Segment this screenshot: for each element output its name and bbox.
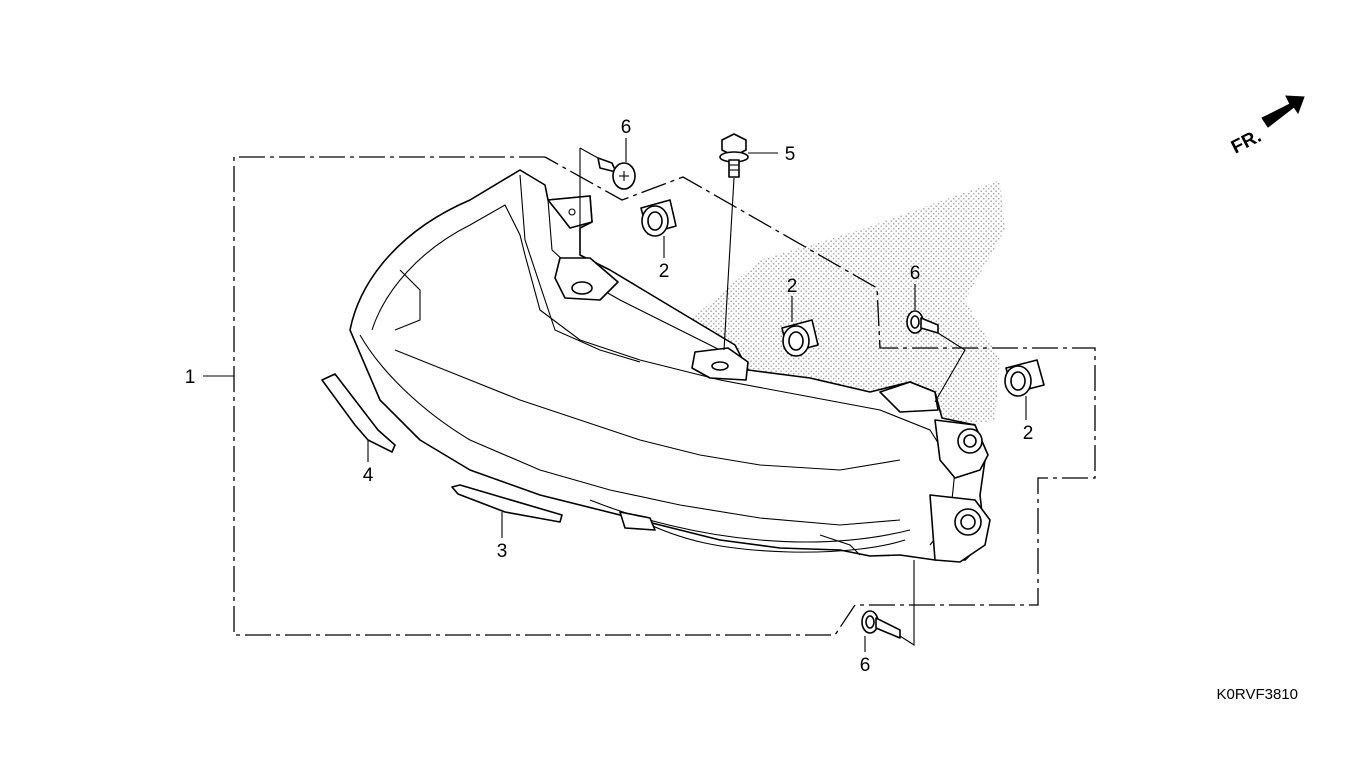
- callout-flange-bolt: 5: [785, 144, 796, 165]
- screw-bottom: [861, 610, 901, 639]
- callout-screw-right: 6: [910, 263, 921, 284]
- callout-screw-bottom: 6: [860, 655, 871, 676]
- collar-c: [1004, 359, 1045, 397]
- lower-seal-strip: [451, 484, 563, 523]
- collar-b: [781, 319, 819, 357]
- headlight-housing: [349, 169, 991, 563]
- callout-assembly: 1: [185, 367, 196, 388]
- screw-top: [597, 157, 636, 190]
- screw-right: [906, 310, 939, 334]
- callout-seal-lower: 3: [497, 541, 508, 562]
- callout-screw-top: 6: [621, 117, 632, 138]
- callout-seal-side: 4: [363, 465, 374, 486]
- drawing-code: K0RVF3810: [1217, 686, 1298, 703]
- flange-bolt: [719, 133, 749, 178]
- callout-collar-a: 2: [659, 261, 670, 282]
- front-arrow-icon: FR.: [1228, 95, 1305, 159]
- collar-a: [640, 199, 677, 237]
- callout-collar-c: 2: [1023, 423, 1034, 444]
- front-indicator-label: FR.: [1228, 126, 1265, 159]
- callout-collar-b: 2: [787, 276, 798, 297]
- side-seal-strip: [321, 373, 396, 453]
- assembly-bracket: [233, 156, 1096, 636]
